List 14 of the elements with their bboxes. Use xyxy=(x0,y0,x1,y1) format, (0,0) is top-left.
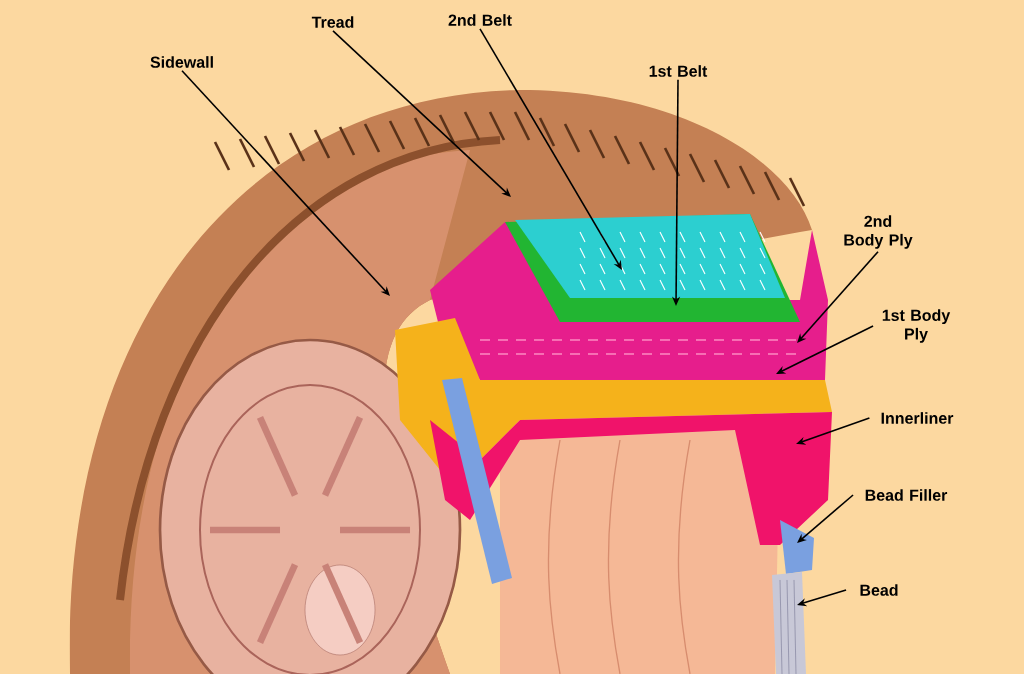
part-label: Bead xyxy=(860,584,898,596)
part-label: Sidewall xyxy=(150,56,213,68)
part-label: 1st Body Ply xyxy=(882,309,951,343)
leader-line xyxy=(332,30,511,197)
leader-line xyxy=(797,494,854,543)
part-label: Innerliner xyxy=(881,412,954,424)
part-label: 2nd Body Ply xyxy=(844,215,913,249)
leader-line xyxy=(181,70,390,296)
part-label: Bead Filler xyxy=(865,489,948,501)
part-label: Tread xyxy=(311,16,354,28)
leader-line xyxy=(797,250,879,343)
part-label: 1st Belt xyxy=(649,65,708,77)
leader-line xyxy=(479,28,622,270)
part-label: 2nd Belt xyxy=(448,14,512,26)
